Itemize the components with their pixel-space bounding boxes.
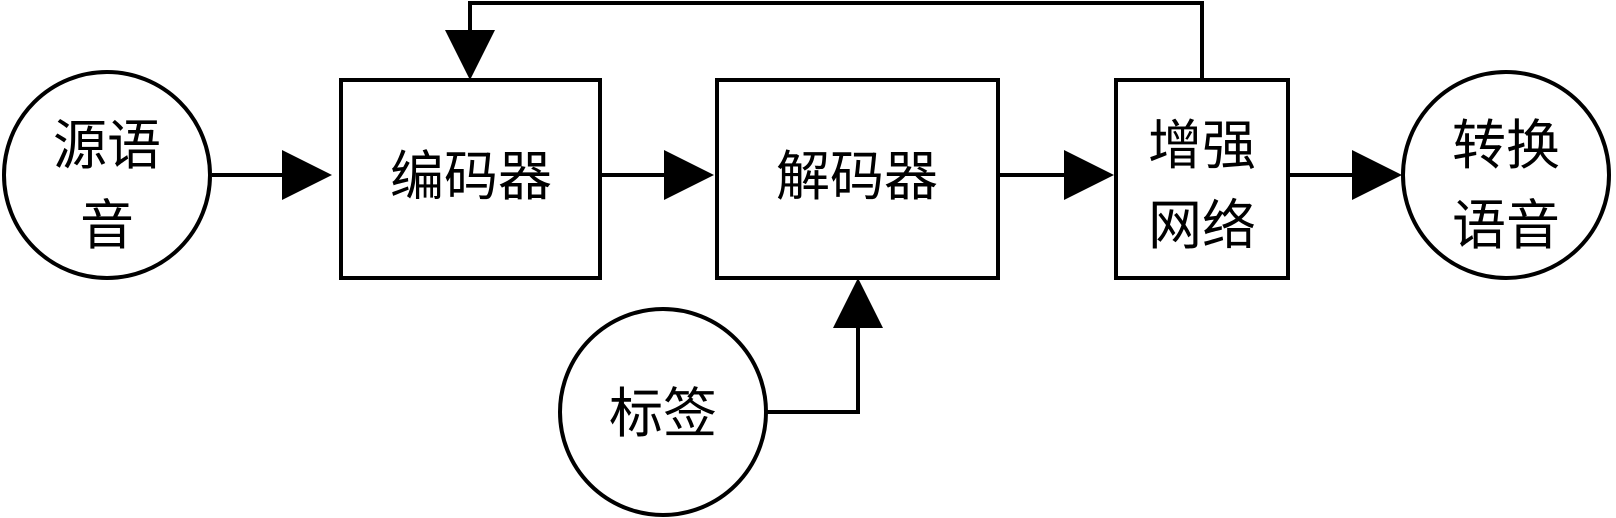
edge-encoder-to-decoder bbox=[600, 150, 714, 200]
edge-enhancement-to-converted bbox=[1288, 150, 1402, 200]
node-text-line: 网络 bbox=[1148, 194, 1256, 257]
edge-source-to-encoder bbox=[212, 150, 332, 200]
decoder-box: 解码器 bbox=[715, 78, 1000, 280]
node-text-line: 源语 bbox=[53, 114, 161, 177]
encoder-box: 编码器 bbox=[339, 78, 602, 280]
arrowhead bbox=[1064, 150, 1114, 200]
node-text-line: 编码器 bbox=[390, 145, 552, 208]
arrowhead bbox=[1352, 150, 1402, 200]
converted-speech-node: 转换 语音 bbox=[1401, 70, 1611, 280]
node-text-line: 音 bbox=[80, 194, 134, 257]
arrowhead bbox=[833, 278, 883, 328]
arrowhead bbox=[664, 150, 714, 200]
label-node: 标签 bbox=[558, 307, 768, 517]
edge-feedback-to-encoder bbox=[445, 1, 1204, 80]
arrowhead bbox=[445, 30, 495, 80]
source-speech-node: 源语 音 bbox=[2, 70, 212, 280]
node-text-line: 解码器 bbox=[776, 145, 938, 208]
node-text-line: 语音 bbox=[1452, 194, 1560, 257]
node-text-line: 转换 bbox=[1452, 114, 1560, 177]
edge-decoder-to-enhancement bbox=[998, 150, 1114, 200]
edge-label-to-decoder bbox=[766, 278, 883, 414]
node-text-line: 增强 bbox=[1148, 114, 1256, 177]
enhancement-network-box: 增强 网络 bbox=[1114, 78, 1290, 280]
node-text-line: 标签 bbox=[609, 382, 717, 445]
connectors bbox=[212, 1, 1402, 414]
arrowhead bbox=[282, 150, 332, 200]
